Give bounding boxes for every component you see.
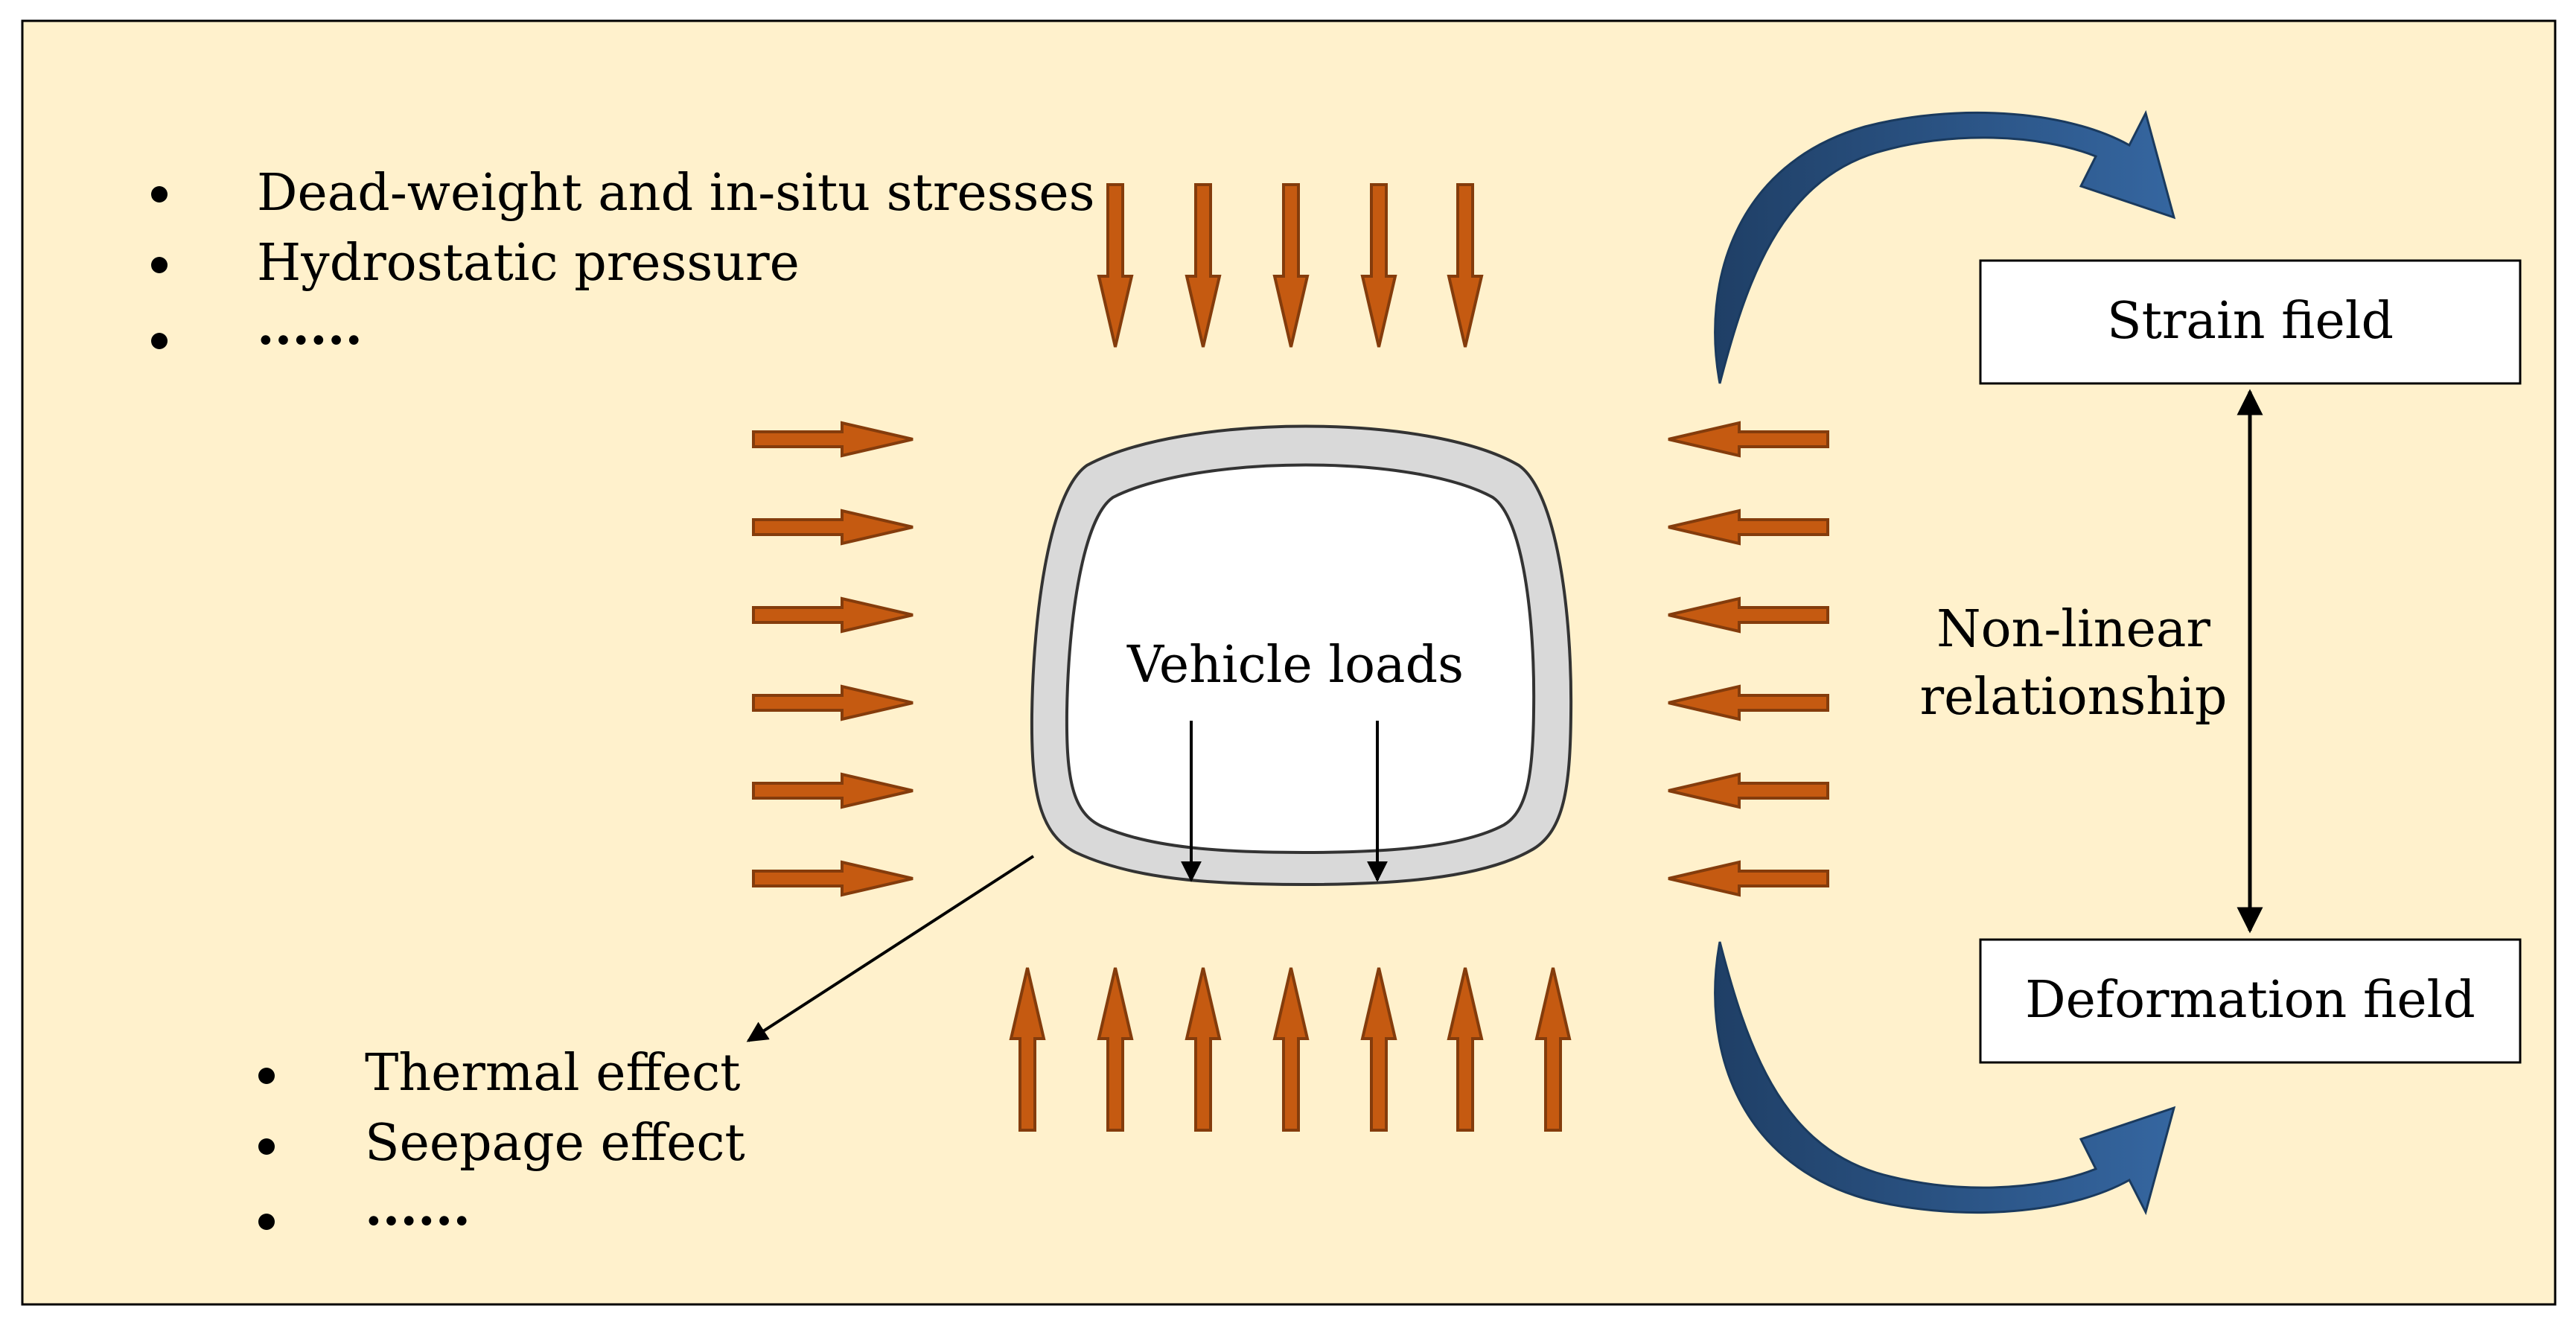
curved-arrow-icon-bottom: [1714, 941, 2176, 1216]
tunnel-interior: [1065, 463, 1536, 855]
vertical-loads-top: [1097, 183, 1484, 348]
horizontal-loads-left: [752, 421, 914, 897]
block-arrow-icon: [752, 509, 914, 546]
block-arrow-icon: [1097, 967, 1134, 1132]
block-arrow-icon: [1668, 684, 1829, 721]
relationship-label-line2: relationship: [1919, 668, 2228, 727]
bullet-dot: [151, 186, 168, 203]
tunnel-cross-section: [1030, 424, 1573, 887]
horizontal-loads-right: [1668, 421, 1829, 897]
block-arrow-icon: [1447, 967, 1484, 1132]
deformation-field-label: Deformation field: [2025, 971, 2475, 1030]
block-arrow-icon: [1360, 967, 1397, 1132]
block-arrow-icon: [752, 421, 914, 458]
bullet-dot: [151, 257, 168, 273]
list-item-thermal: Thermal effect: [365, 1044, 741, 1103]
bullet-dot: [151, 333, 168, 349]
vehicle-loads-label: Vehicle loads: [1127, 636, 1464, 695]
bullet-dot: [258, 1138, 275, 1155]
block-arrow-icon: [1447, 183, 1484, 348]
list-item-dead-weight: Dead-weight and in-situ stresses: [257, 164, 1095, 223]
block-arrow-icon: [752, 772, 914, 809]
deformation-field-box: [1979, 938, 2522, 1064]
block-arrow-icon: [1668, 421, 1829, 458]
block-arrow-icon: [1272, 183, 1310, 348]
block-arrow-icon: [1185, 183, 1222, 348]
block-arrow-icon: [1360, 183, 1397, 348]
list-item-ellipsis: ......: [365, 1178, 471, 1237]
block-arrow-icon: [1534, 967, 1572, 1132]
bullet-dot: [258, 1214, 275, 1230]
strain-field-box: [1979, 259, 2522, 385]
block-arrow-icon: [1185, 967, 1222, 1132]
relationship-label-line1: Non-linear: [1936, 600, 2210, 659]
lining-pointer-arrow: [746, 855, 1035, 1042]
list-item-ellipsis: ......: [257, 297, 363, 357]
list-item-hydrostatic: Hydrostatic pressure: [257, 234, 800, 293]
block-arrow-icon: [1668, 596, 1829, 634]
block-arrow-icon: [1668, 860, 1829, 897]
curved-arrow-icon-top: [1714, 109, 2176, 384]
block-arrow-icon: [752, 684, 914, 721]
block-arrow-icon: [1097, 183, 1134, 348]
bullet-dot: [258, 1068, 275, 1084]
block-arrow-icon: [752, 860, 914, 897]
block-arrow-icon: [752, 596, 914, 634]
block-arrow-icon: [1668, 772, 1829, 809]
list-item-seepage: Seepage effect: [365, 1114, 745, 1173]
strain-field-label: Strain field: [2107, 292, 2394, 351]
vertical-loads-bottom: [1009, 967, 1572, 1132]
block-arrow-icon: [1668, 509, 1829, 546]
block-arrow-icon: [1009, 967, 1046, 1132]
block-arrow-icon: [1272, 967, 1310, 1132]
